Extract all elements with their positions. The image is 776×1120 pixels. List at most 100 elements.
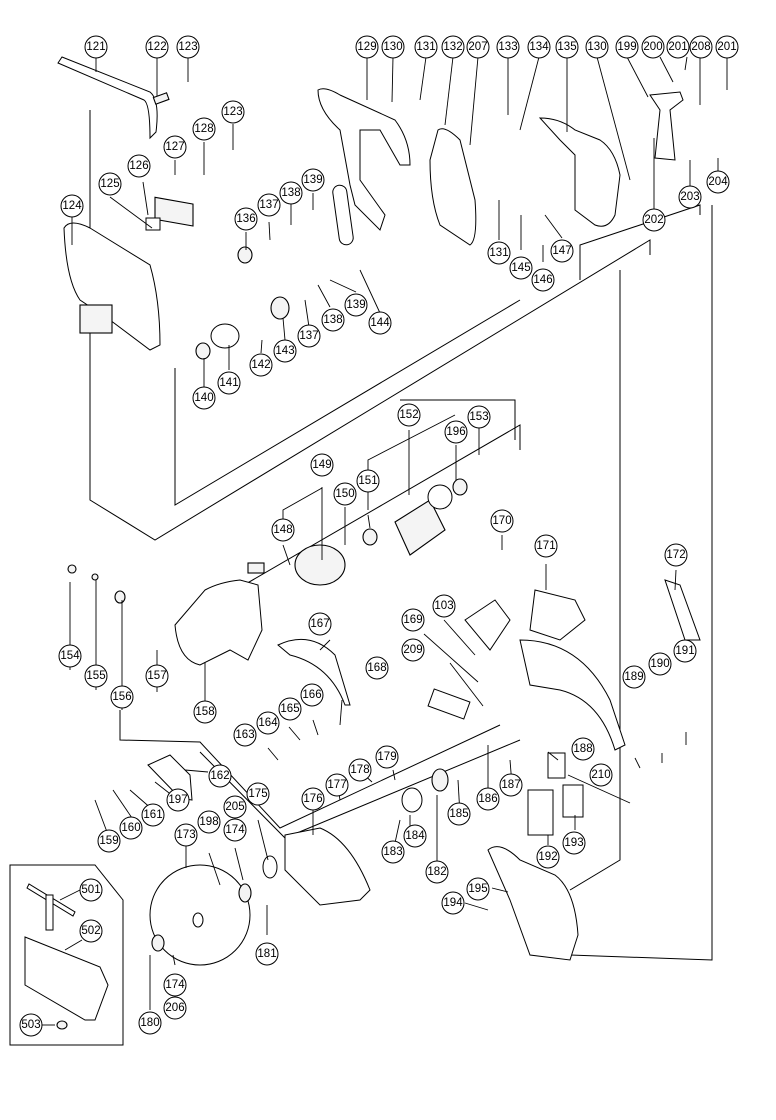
callout-175[interactable]: 175 (246, 782, 270, 806)
callout-210[interactable]: 210 (589, 763, 613, 787)
callout-192[interactable]: 192 (536, 845, 560, 869)
callout-503[interactable]: 503 (19, 1013, 43, 1037)
callout-137[interactable]: 137 (297, 324, 321, 348)
callout-127[interactable]: 127 (163, 135, 187, 159)
callout-173[interactable]: 173 (174, 823, 198, 847)
callout-129[interactable]: 129 (355, 35, 379, 59)
callout-174[interactable]: 174 (223, 818, 247, 842)
callout-169[interactable]: 169 (401, 608, 425, 632)
callout-501[interactable]: 501 (79, 878, 103, 902)
callout-122[interactable]: 122 (145, 35, 169, 59)
callout-145[interactable]: 145 (509, 256, 533, 280)
callout-187[interactable]: 187 (499, 773, 523, 797)
callout-134[interactable]: 134 (527, 35, 551, 59)
callout-189[interactable]: 189 (622, 665, 646, 689)
callout-201[interactable]: 201 (715, 35, 739, 59)
callout-203[interactable]: 203 (678, 185, 702, 209)
callout-179[interactable]: 179 (375, 745, 399, 769)
callout-181[interactable]: 181 (255, 942, 279, 966)
callout-152[interactable]: 152 (397, 403, 421, 427)
callout-138[interactable]: 138 (279, 181, 303, 205)
callout-185[interactable]: 185 (447, 802, 471, 826)
callout-157[interactable]: 157 (145, 664, 169, 688)
callout-199[interactable]: 199 (615, 35, 639, 59)
callout-208[interactable]: 208 (689, 35, 713, 59)
callout-153[interactable]: 153 (467, 405, 491, 429)
callout-195[interactable]: 195 (466, 877, 490, 901)
callout-140[interactable]: 140 (192, 386, 216, 410)
callout-165[interactable]: 165 (278, 697, 302, 721)
callout-141[interactable]: 141 (217, 371, 241, 395)
callout-197[interactable]: 197 (166, 788, 190, 812)
callout-502[interactable]: 502 (79, 919, 103, 943)
callout-160[interactable]: 160 (119, 816, 143, 840)
callout-151[interactable]: 151 (356, 469, 380, 493)
callout-146[interactable]: 146 (531, 268, 555, 292)
callout-133[interactable]: 133 (496, 35, 520, 59)
callout-168[interactable]: 168 (365, 656, 389, 680)
callout-183[interactable]: 183 (381, 840, 405, 864)
callout-138[interactable]: 138 (321, 308, 345, 332)
callout-154[interactable]: 154 (58, 644, 82, 668)
callout-139[interactable]: 139 (301, 168, 325, 192)
callout-178[interactable]: 178 (348, 758, 372, 782)
callout-130[interactable]: 130 (585, 35, 609, 59)
callout-162[interactable]: 162 (208, 764, 232, 788)
callout-130[interactable]: 130 (381, 35, 405, 59)
callout-148[interactable]: 148 (271, 518, 295, 542)
callout-128[interactable]: 128 (192, 117, 216, 141)
callout-194[interactable]: 194 (441, 891, 465, 915)
callout-206[interactable]: 206 (163, 996, 187, 1020)
callout-176[interactable]: 176 (301, 787, 325, 811)
callout-205[interactable]: 205 (223, 795, 247, 819)
callout-198[interactable]: 198 (197, 810, 221, 834)
callout-159[interactable]: 159 (97, 829, 121, 853)
callout-150[interactable]: 150 (333, 482, 357, 506)
callout-131[interactable]: 131 (487, 241, 511, 265)
callout-121[interactable]: 121 (84, 35, 108, 59)
callout-184[interactable]: 184 (403, 824, 427, 848)
callout-167[interactable]: 167 (308, 612, 332, 636)
callout-186[interactable]: 186 (476, 787, 500, 811)
callout-182[interactable]: 182 (425, 860, 449, 884)
callout-142[interactable]: 142 (249, 353, 273, 377)
callout-126[interactable]: 126 (127, 154, 151, 178)
callout-123[interactable]: 123 (221, 100, 245, 124)
callout-124[interactable]: 124 (60, 194, 84, 218)
callout-200[interactable]: 200 (641, 35, 665, 59)
callout-158[interactable]: 158 (193, 700, 217, 724)
callout-209[interactable]: 209 (401, 638, 425, 662)
callout-190[interactable]: 190 (648, 652, 672, 676)
callout-202[interactable]: 202 (642, 208, 666, 232)
callout-164[interactable]: 164 (256, 711, 280, 735)
callout-191[interactable]: 191 (673, 639, 697, 663)
callout-204[interactable]: 204 (706, 170, 730, 194)
callout-143[interactable]: 143 (273, 339, 297, 363)
callout-139[interactable]: 139 (344, 293, 368, 317)
callout-155[interactable]: 155 (84, 664, 108, 688)
callout-171[interactable]: 171 (534, 534, 558, 558)
callout-149[interactable]: 149 (310, 453, 334, 477)
callout-196[interactable]: 196 (444, 420, 468, 444)
callout-103[interactable]: 103 (432, 594, 456, 618)
callout-135[interactable]: 135 (555, 35, 579, 59)
callout-132[interactable]: 132 (441, 35, 465, 59)
callout-166[interactable]: 166 (300, 683, 324, 707)
callout-131[interactable]: 131 (414, 35, 438, 59)
callout-156[interactable]: 156 (110, 685, 134, 709)
callout-207[interactable]: 207 (466, 35, 490, 59)
callout-177[interactable]: 177 (325, 773, 349, 797)
callout-201[interactable]: 201 (666, 35, 690, 59)
callout-170[interactable]: 170 (490, 509, 514, 533)
callout-180[interactable]: 180 (138, 1011, 162, 1035)
callout-137[interactable]: 137 (257, 193, 281, 217)
callout-163[interactable]: 163 (233, 723, 257, 747)
callout-174[interactable]: 174 (163, 973, 187, 997)
callout-193[interactable]: 193 (562, 831, 586, 855)
callout-147[interactable]: 147 (550, 239, 574, 263)
callout-161[interactable]: 161 (141, 803, 165, 827)
callout-172[interactable]: 172 (664, 543, 688, 567)
callout-136[interactable]: 136 (234, 207, 258, 231)
callout-144[interactable]: 144 (368, 311, 392, 335)
callout-125[interactable]: 125 (98, 172, 122, 196)
